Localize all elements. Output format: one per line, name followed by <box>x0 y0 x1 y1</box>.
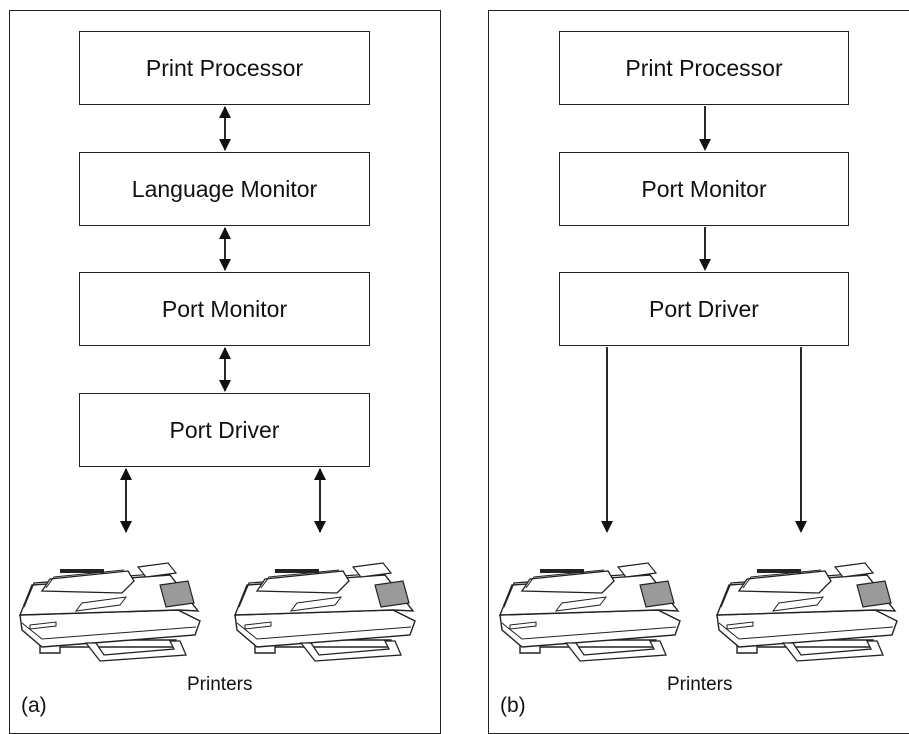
port-driver-label-b: Port Driver <box>649 295 759 322</box>
down-arrow-b4 <box>795 347 807 533</box>
printer-icon <box>234 562 416 662</box>
port-monitor-box-a: Port Monitor <box>79 272 370 346</box>
port-monitor-label-a: Port Monitor <box>161 295 288 322</box>
double-arrow-a4 <box>120 468 132 533</box>
printers-label-a: Printers <box>187 674 253 695</box>
down-arrow-b1 <box>699 106 711 151</box>
double-arrow-a1 <box>219 106 231 151</box>
double-arrow-a5 <box>314 468 326 533</box>
port-driver-box-a: Port Driver <box>79 393 370 467</box>
down-arrow-b3 <box>601 347 613 533</box>
down-arrow-b2 <box>699 227 711 271</box>
printer-icon <box>19 562 201 662</box>
language-monitor-label-a: Language Monitor <box>131 175 318 202</box>
port-driver-box-b: Port Driver <box>559 272 849 346</box>
printer-icon <box>716 562 898 662</box>
port-monitor-box-b: Port Monitor <box>559 152 849 226</box>
print-processor-box-a: Print Processor <box>79 31 370 105</box>
print-processor-label-b: Print Processor <box>625 54 783 81</box>
port-driver-label-a: Port Driver <box>169 416 280 443</box>
caption-b: (b) <box>500 694 526 717</box>
language-monitor-box-a: Language Monitor <box>79 152 370 226</box>
printer-icon <box>499 562 681 662</box>
port-monitor-label-b: Port Monitor <box>641 175 767 202</box>
printers-label-b: Printers <box>667 674 733 695</box>
print-processor-label-a: Print Processor <box>145 54 304 81</box>
double-arrow-a2 <box>219 227 231 271</box>
print-processor-box-b: Print Processor <box>559 31 849 105</box>
caption-a: (a) <box>21 694 47 717</box>
double-arrow-a3 <box>219 347 231 392</box>
